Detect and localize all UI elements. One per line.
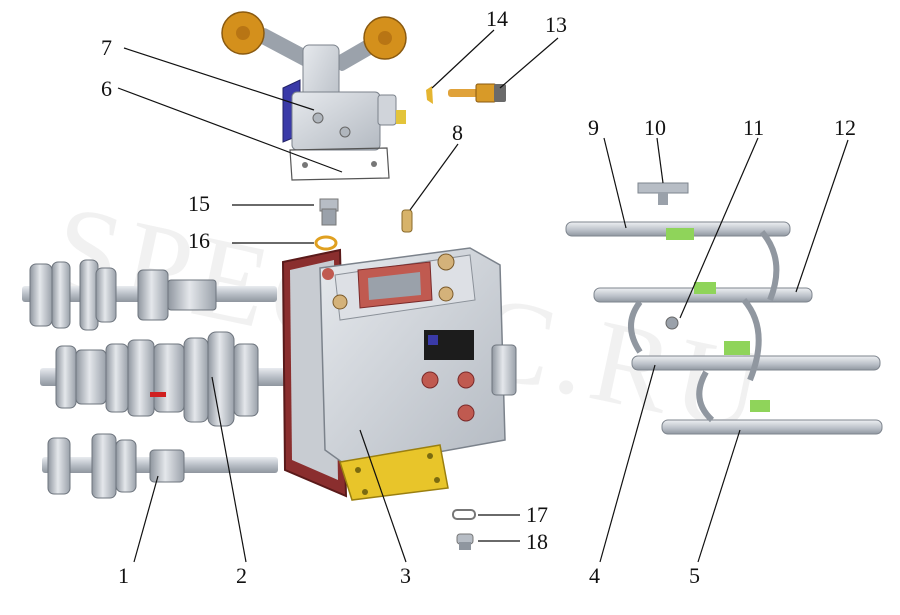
callout-12: 12: [834, 115, 856, 140]
callout-10: 10: [644, 115, 666, 140]
callout-18: 18: [526, 529, 548, 554]
shift-rails: [565, 182, 883, 435]
callout-13: 13: [545, 12, 567, 37]
small-parts: [314, 198, 413, 251]
small-parts-bottom: [452, 509, 476, 550]
callout-2: 2: [236, 563, 247, 588]
callout-14: 14: [486, 6, 508, 31]
leader-lines: [117, 29, 849, 563]
callout-8: 8: [452, 120, 463, 145]
callout-6: 6: [101, 76, 112, 101]
callout-11: 11: [743, 115, 765, 140]
callout-15: 15: [188, 191, 210, 216]
callout-1: 1: [118, 563, 129, 588]
callout-3: 3: [400, 563, 411, 588]
callout-5: 5: [689, 563, 700, 588]
gearbox-housing: [281, 247, 517, 501]
callout-9: 9: [588, 115, 599, 140]
shaft-lower: [42, 433, 278, 499]
callout-17: 17: [526, 502, 548, 527]
callout-7: 7: [101, 35, 112, 60]
sensor-part: [426, 83, 506, 104]
callout-4: 4: [589, 563, 600, 588]
callout-16: 16: [188, 228, 210, 253]
mainshaft-gears: [40, 331, 295, 427]
shaft-upper: [22, 259, 277, 331]
shift-mechanism: [221, 11, 407, 181]
